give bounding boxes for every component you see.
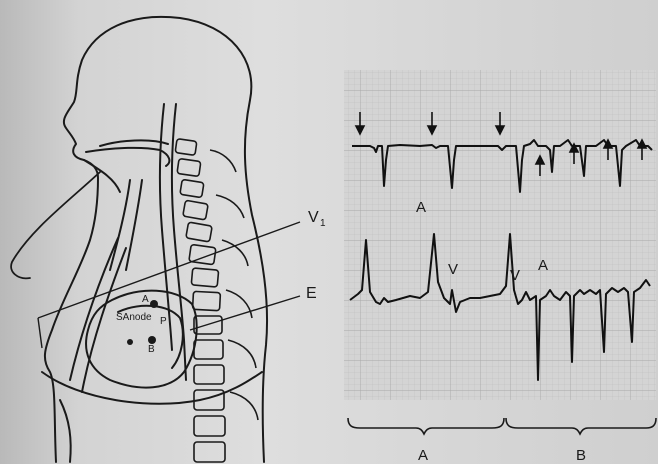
trachea bbox=[110, 180, 130, 270]
ecg-top-label: A bbox=[416, 199, 426, 216]
label-sa-node: SAnode bbox=[116, 312, 152, 323]
section-b-label: B bbox=[576, 447, 586, 464]
ecg-label-a: A bbox=[538, 257, 548, 274]
section-brackets bbox=[348, 418, 656, 434]
head-outline bbox=[45, 17, 267, 462]
ecg-label-v1: V bbox=[448, 261, 458, 278]
anatomy-drawing bbox=[11, 17, 267, 462]
esophagus bbox=[172, 104, 186, 380]
label-v1-sub: 1 bbox=[320, 218, 326, 229]
leader-lines bbox=[38, 222, 300, 348]
label-v1: V bbox=[308, 209, 319, 226]
ecg-strip: A V V A bbox=[344, 70, 656, 400]
catheter-wire bbox=[11, 172, 100, 278]
label-e: E bbox=[306, 285, 317, 302]
label-p-small: P bbox=[160, 316, 167, 327]
section-a-label: A bbox=[418, 447, 428, 464]
sternum bbox=[70, 238, 118, 380]
tongue bbox=[86, 148, 169, 166]
label-b-small: B bbox=[148, 344, 155, 355]
label-a-small: A bbox=[142, 294, 149, 305]
ecg-label-v2: V bbox=[510, 267, 520, 284]
